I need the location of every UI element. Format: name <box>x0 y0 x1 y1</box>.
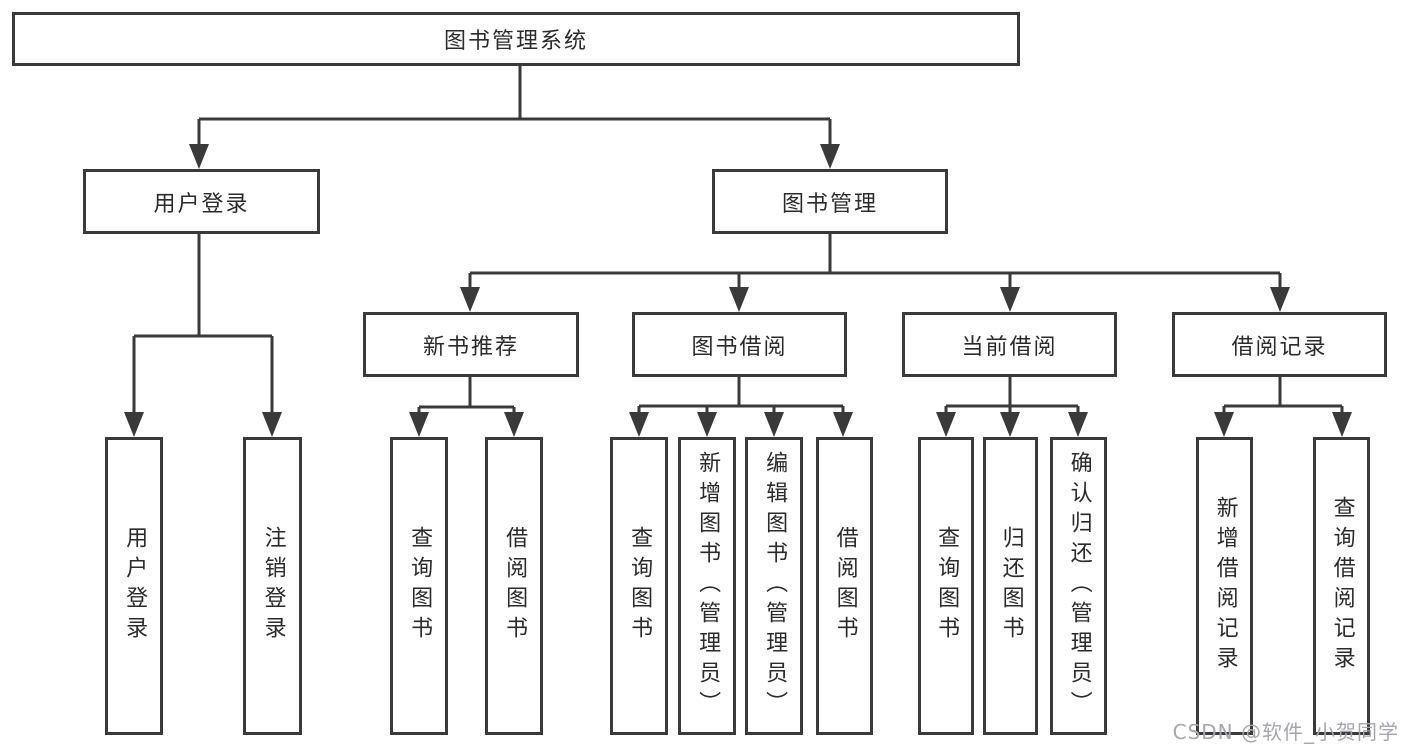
node-user-login: 用户登录 <box>83 169 320 234</box>
node-leaf-borrow-books-1: 借阅图书 <box>485 437 543 735</box>
watermark: CSDN @软件_小贺同学 <box>1172 720 1399 744</box>
node-borrowing-records: 借阅记录 <box>1172 312 1387 377</box>
node-leaf-borrow-books-2: 借阅图书 <box>816 437 873 735</box>
node-leaf-user-login: 用户登录 <box>105 437 163 735</box>
node-label: 确认归还（管理员） <box>1066 451 1092 721</box>
node-current-borrowing: 当前借阅 <box>902 312 1117 377</box>
node-leaf-add-book-admin: 新增图书（管理员） <box>678 437 736 735</box>
node-new-book-recommend: 新书推荐 <box>363 312 579 377</box>
node-leaf-edit-book-admin: 编辑图书（管理员） <box>745 437 803 735</box>
node-system-root: 图书管理系统 <box>12 12 1020 66</box>
node-leaf-confirm-return-admin: 确认归还（管理员） <box>1050 437 1107 735</box>
node-leaf-query-borrow-record: 查询借阅记录 <box>1313 437 1370 735</box>
node-label: 用户登录 <box>122 526 148 646</box>
node-leaf-query-books-1: 查询图书 <box>390 437 448 735</box>
node-label: 当前借阅 <box>961 334 1058 360</box>
node-label: 新书推荐 <box>422 334 519 360</box>
node-leaf-query-books-2: 查询图书 <box>610 437 668 735</box>
node-label: 新增借阅记录 <box>1212 496 1238 676</box>
node-leaf-logout: 注销登录 <box>243 437 302 735</box>
arrowheads <box>124 144 1352 437</box>
node-label: 查询图书 <box>407 526 433 646</box>
node-book-management: 图书管理 <box>712 169 948 234</box>
node-label: 图书管理系统 <box>443 29 588 54</box>
node-label: 注销登录 <box>260 526 286 646</box>
node-label: 借阅图书 <box>502 526 528 646</box>
node-label: 查询借阅记录 <box>1329 496 1355 676</box>
node-book-borrowing: 图书借阅 <box>632 312 847 377</box>
node-label: 图书借阅 <box>691 334 788 360</box>
node-label: 借阅记录 <box>1231 334 1328 360</box>
node-label: 查询图书 <box>934 526 960 646</box>
node-label: 编辑图书（管理员） <box>762 451 788 721</box>
node-label: 图书管理 <box>781 191 878 217</box>
node-label: 新增图书（管理员） <box>695 451 721 721</box>
node-label: 用户登录 <box>153 191 250 217</box>
node-leaf-return-book: 归还图书 <box>983 437 1038 735</box>
node-label: 借阅图书 <box>832 526 858 646</box>
node-leaf-query-books-3: 查询图书 <box>918 437 974 735</box>
node-label: 查询图书 <box>627 526 653 646</box>
node-label: 归还图书 <box>998 526 1024 646</box>
node-leaf-add-borrow-record: 新增借阅记录 <box>1196 437 1253 735</box>
